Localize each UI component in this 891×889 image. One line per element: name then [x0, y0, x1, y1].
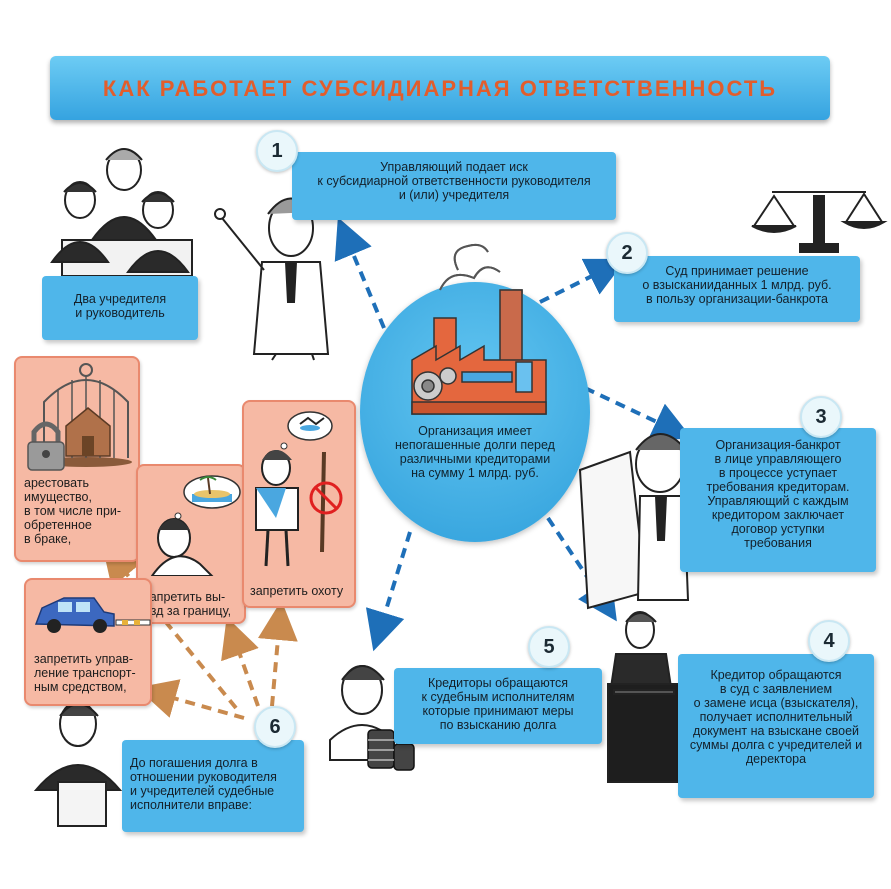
arrow-to-step-2	[539, 258, 627, 304]
arrow-to-vehicle	[136, 679, 245, 720]
step-5-box: Кредиторы обращаются к судебным исполнит…	[394, 668, 602, 744]
arrow-to-step-5	[365, 531, 412, 652]
step-1-box: Управляющий подает иск к субсидиарной от…	[292, 152, 616, 220]
padlock-icon	[27, 421, 65, 471]
arrow-to-step-1	[334, 217, 386, 329]
step-2-box: Суд принимает решение о взысканииданных …	[614, 256, 860, 322]
step-1-number: 1	[256, 130, 298, 172]
step-2-number: 2	[606, 232, 648, 274]
step-5-number: 5	[528, 626, 570, 668]
measure-arrest-card: арестовать имущество, в том числе при- о…	[14, 356, 140, 562]
step-6-number: 6	[254, 706, 296, 748]
bailiff-illustration	[33, 701, 123, 827]
traveller-dreaming-illustration	[150, 475, 241, 576]
measure-hunting-text: запретить охоту	[250, 584, 344, 598]
arrow-to-hunting	[257, 600, 298, 707]
title-banner: КАК РАБОТАЕТ СУБСИДИАРНАЯ ОТВЕТСТВЕННОСТ…	[50, 56, 830, 120]
scales-of-justice-icon	[751, 191, 888, 253]
manager-pointing-illustration	[214, 197, 330, 361]
step-4-number: 4	[808, 620, 850, 662]
step-6-box: До погашения долга в отношении руководит…	[122, 740, 304, 832]
coin-stack-icon	[367, 729, 415, 771]
measure-vehicle-card: запретить управ- ление транспорт- ным ср…	[24, 578, 152, 706]
arrow-to-step-3	[584, 386, 693, 440]
step-3-box: Организация-банкрот в лице управляющего …	[680, 428, 876, 572]
founders-label: Два учредителя и руководитель	[42, 276, 198, 340]
manager-with-document-illustration	[578, 433, 690, 610]
creditor-at-tribune-illustration	[607, 611, 681, 783]
measure-arrest-text: арестовать имущество, в том числе при- о…	[24, 476, 122, 546]
measure-vehicle-text: запретить управ- ление транспорт- ным ср…	[34, 652, 136, 694]
hunter-illustration	[255, 411, 333, 567]
center-circle	[360, 282, 590, 542]
founders-illustration	[50, 148, 193, 277]
measure-travel-card: запретить вы- езд за границу,	[136, 464, 246, 624]
step-3-number: 3	[800, 396, 842, 438]
center-text: Организация имеет непогашенные долги пер…	[395, 424, 555, 480]
arrow-to-travel	[221, 616, 260, 707]
measure-hunting-card: запретить охоту	[242, 400, 356, 608]
no-hunting-icon	[309, 481, 343, 515]
measure-travel-text: запретить вы- езд за границу,	[144, 590, 232, 618]
car-icon	[34, 597, 151, 633]
page-title: КАК РАБОТАЕТ СУБСИДИАРНАЯ ОТВЕТСТВЕННОСТ…	[102, 76, 778, 101]
step-4-box: Кредитор обращаются в суд с заявлением о…	[678, 654, 874, 798]
